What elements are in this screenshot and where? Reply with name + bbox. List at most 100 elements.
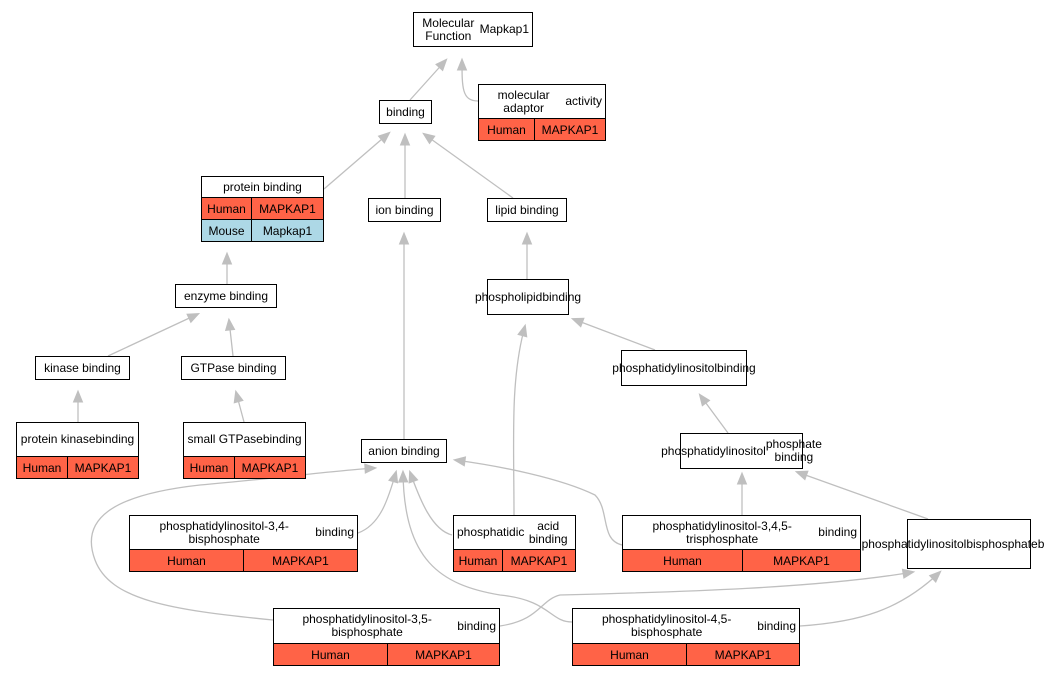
arrowhead xyxy=(186,313,201,324)
node-title: kinase binding xyxy=(36,357,129,379)
node-pi-35-bisphosphate-binding[interactable]: phosphatidylinositol-3,5-bisphosphate bin… xyxy=(273,608,500,666)
gene-cell: MAPKAP1 xyxy=(534,119,605,140)
edge-phosphatidic-acid-binding-to-phospholipid-binding xyxy=(512,325,526,516)
node-title-line: Molecular Function xyxy=(422,15,475,43)
arrowhead xyxy=(736,471,748,485)
annotation-row: Human MAPKAP1 xyxy=(202,197,323,219)
node-title: anion binding xyxy=(362,440,446,462)
gene-cell: Mapkap1 xyxy=(251,220,323,241)
gene-cell: MAPKAP1 xyxy=(234,457,305,478)
arrowhead xyxy=(435,58,448,72)
gene-cell: MAPKAP1 xyxy=(387,644,499,665)
edge-lipid-binding-to-binding xyxy=(423,133,514,199)
node-enzyme-binding[interactable]: enzyme binding xyxy=(175,284,277,308)
gene-cell: MAPKAP1 xyxy=(742,550,860,571)
gene-cell: MAPKAP1 xyxy=(243,550,357,571)
species-cell: Human xyxy=(167,553,206,568)
node-title-line: phosphatidylinositol-3,4,5-trisphosphate xyxy=(652,518,792,546)
node-title-line: phosphatidylinositol-4,5-bisphosphate xyxy=(601,612,732,639)
node-title-line: molecular adaptor xyxy=(497,87,550,115)
arrowhead xyxy=(233,389,244,404)
node-title-line: protein binding xyxy=(223,179,302,194)
node-title-line: phosphatidylinositol-3,5-bisphosphate xyxy=(302,612,432,639)
node-binding[interactable]: binding xyxy=(379,100,432,124)
edge-pi-35-bisphosphate-binding-to-phosphatidylinositol-bisphosphate-binding xyxy=(499,571,914,627)
species-cell: Human xyxy=(610,647,649,662)
arrowhead xyxy=(72,389,84,403)
node-title: enzyme binding xyxy=(176,285,276,307)
node-title-line: phosphatidylinositol xyxy=(612,360,718,375)
node-title-line: binding xyxy=(818,525,857,539)
annotation-row: Human MAPKAP1 xyxy=(130,549,357,571)
arrowhead xyxy=(456,57,468,71)
node-ion-binding[interactable]: ion binding xyxy=(368,198,441,222)
node-title-line: binding xyxy=(457,618,496,633)
node-gtpase-binding[interactable]: GTPase binding xyxy=(181,356,286,380)
species-cell: Human xyxy=(311,647,350,662)
node-kinase-binding[interactable]: kinase binding xyxy=(35,356,130,380)
arrowhead xyxy=(698,393,711,407)
node-pi-45-bisphosphate-binding[interactable]: phosphatidylinositol-4,5-bisphosphate bin… xyxy=(572,608,800,666)
arrowhead xyxy=(398,231,410,245)
arrowhead xyxy=(364,463,378,474)
node-phosphatidylinositol-bisphosphate-binding[interactable]: phosphatidylinositolbisphosphatebinding xyxy=(862,519,1045,569)
node-title: binding xyxy=(380,101,431,123)
node-pi-345-trisphosphate-binding[interactable]: phosphatidylinositol-3,4,5-trisphosphate… xyxy=(622,515,861,572)
annotation-row: Human MAPKAP1 xyxy=(184,456,305,478)
node-title: phosphatidylinositol-4,5-bisphosphate bin… xyxy=(573,609,799,643)
species-cell: Human xyxy=(207,201,246,216)
species-cell: Human xyxy=(458,553,498,568)
annotation-row: Human MAPKAP1 xyxy=(573,643,799,665)
arrowhead xyxy=(422,132,436,145)
node-title: molecular adaptor activity xyxy=(479,85,605,118)
gene-cell: MAPKAP1 xyxy=(251,198,323,219)
annotation-row: Human MAPKAP1 xyxy=(17,456,138,478)
arrowhead xyxy=(928,570,942,583)
node-title-line: binding xyxy=(262,432,302,446)
arrowhead xyxy=(452,456,467,467)
node-anion-binding[interactable]: anion binding xyxy=(361,439,447,463)
node-title: ion binding xyxy=(369,199,440,221)
arrowhead xyxy=(397,469,409,483)
node-title-line: ion binding xyxy=(375,202,434,217)
species-cell: Human xyxy=(663,553,702,568)
node-title-line: anion binding xyxy=(368,443,440,458)
arrowhead xyxy=(901,568,916,579)
node-title-line: GTPase binding xyxy=(190,360,277,375)
arrowhead xyxy=(408,469,419,484)
species-cell: Human xyxy=(189,460,229,475)
edge-pi-45-bisphosphate-binding-to-anion-binding xyxy=(402,471,573,623)
node-title-line: binding xyxy=(757,618,796,633)
gene-cell: MAPKAP1 xyxy=(686,644,799,665)
node-lipid-binding[interactable]: lipid binding xyxy=(487,198,567,222)
node-title-line: phosphatidylinositol xyxy=(661,443,766,458)
node-title-line: binding xyxy=(95,432,135,446)
edge-phosphatidylinositol-binding-to-phospholipid-binding xyxy=(572,318,656,351)
arrowhead xyxy=(517,323,528,338)
annotation-row: Human MAPKAP1 xyxy=(623,549,860,571)
gene-cell: MAPKAP1 xyxy=(67,457,138,478)
edge-pi-345-trisphosphate-binding-to-anion-binding xyxy=(454,459,623,546)
node-title: GTPase binding xyxy=(182,357,285,379)
species-cell: Human xyxy=(22,460,62,475)
edge-phosphatidylinositol-bisphosphate-binding-to-phosphatidylinositol-phosphate-binding xyxy=(796,471,929,520)
node-title-line: activity xyxy=(565,94,602,108)
